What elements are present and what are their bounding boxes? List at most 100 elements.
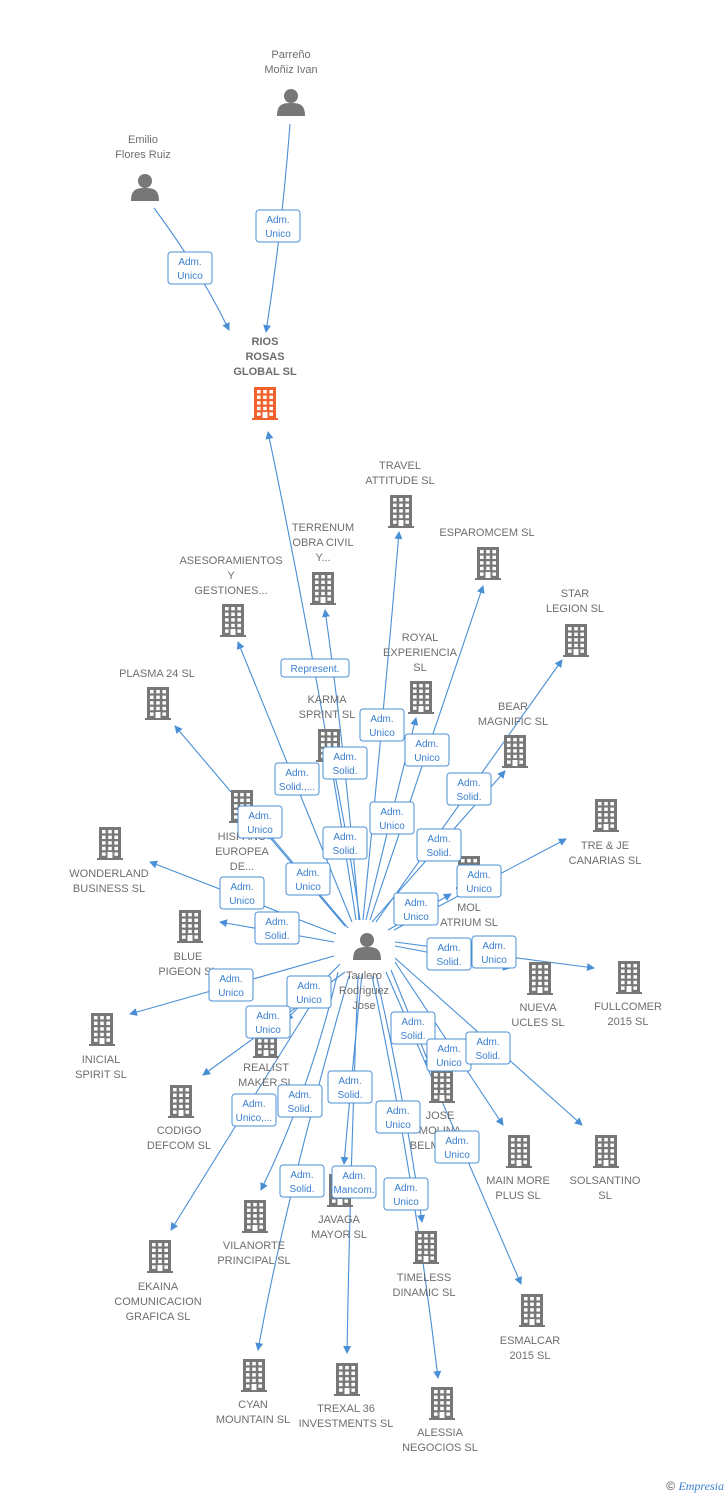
node-asesoramientos[interactable]: ASESORAMIENTOSYGESTIONES... [179, 555, 283, 637]
building-icon [593, 1135, 619, 1168]
role-badge-taulero-mol[interactable]: Adm.Unico [393, 892, 439, 926]
role-badge-taulero-inicial[interactable]: Adm.Unico [208, 968, 254, 1002]
node-label: TERRENUM [292, 522, 354, 534]
node-label: GESTIONES... [194, 585, 267, 597]
role-text: Unico [229, 896, 255, 907]
node-label: BUSINESS SL [73, 883, 145, 895]
building-icon [242, 1200, 268, 1233]
node-label: MAYOR SL [311, 1229, 367, 1241]
role-badge-taulero-star[interactable]: Adm.Solid. [416, 828, 462, 862]
role-badge-taulero-terrenum[interactable]: Adm.Solid. [322, 746, 368, 780]
node-label: STAR [561, 588, 590, 600]
brand-logo[interactable]: Empresia [678, 1479, 724, 1493]
node-label: LEGION SL [546, 603, 604, 615]
building-icon [220, 604, 246, 637]
node-label: NEGOCIOS SL [402, 1442, 478, 1454]
role-badge-taulero-codigo[interactable]: Adm.Unico [245, 1005, 291, 1039]
node-label: MOUNTAIN SL [216, 1414, 290, 1426]
role-badge-taulero-trexal[interactable]: Adm.Mancom. [331, 1165, 377, 1199]
role-text: Adm. [457, 778, 480, 789]
role-badge-taulero-hispano[interactable]: Adm.Unico [285, 862, 331, 896]
role-badge-taulero-ekaina[interactable]: Adm.Unico,... [231, 1093, 277, 1127]
role-text: Adm. [427, 834, 450, 845]
role-badge-taulero-karma[interactable]: Adm.Solid. [322, 826, 368, 860]
role-badge-taulero-plasma[interactable]: Adm.Unico [237, 805, 283, 839]
node-label: PLASMA 24 SL [119, 668, 195, 680]
node-label: Y... [315, 552, 330, 564]
node-wonderland[interactable]: WONDERLAND BUSINESS SL [69, 827, 149, 895]
building-icon [89, 1013, 115, 1046]
role-badge-taulero-royal[interactable]: Adm.Unico [369, 801, 415, 835]
role-badge-taulero-vilanorte[interactable]: Adm.Solid. [277, 1084, 323, 1118]
node-star[interactable]: STAR LEGION SL [546, 588, 604, 657]
role-badge-taulero-wonderland[interactable]: Adm.Unico [219, 876, 265, 910]
node-label: WONDERLAND [69, 868, 149, 880]
role-text: Adm. [370, 714, 393, 725]
role-badge-taulero-nueva[interactable]: Adm.Solid. [426, 937, 472, 971]
role-badge-taulero-blue[interactable]: Adm.Solid. [254, 911, 300, 945]
role-badge-taulero-esmalcar[interactable]: Adm.Unico [434, 1130, 480, 1164]
node-label: FULLCOMER [594, 1001, 662, 1013]
node-label: Taulero [346, 970, 382, 982]
role-text: Solid. [456, 792, 481, 803]
role-badge-taulero-tre[interactable]: Adm.Unico [456, 864, 502, 898]
node-label: REALIST [243, 1062, 289, 1074]
role-badge-taulero-asesoramientos[interactable]: Adm.Solid.,... [274, 762, 320, 796]
role-badge-taulero-mainmore[interactable]: Adm.Unico [426, 1038, 472, 1072]
building-icon [334, 1363, 360, 1396]
role-badge-taulero-travel[interactable]: Adm. Unico [359, 708, 405, 742]
role-badge-taulero-fullcomer[interactable]: Adm.Unico [471, 935, 517, 969]
role-badge-taulero-timeless[interactable]: Adm.Unico [375, 1100, 421, 1134]
role-badge-taulero-cyan[interactable]: Adm.Solid. [279, 1164, 325, 1198]
node-cyan[interactable]: CYAN MOUNTAIN SL [216, 1359, 290, 1426]
role-badge-taulero-jose[interactable]: Adm.Solid. [390, 1011, 436, 1045]
node-label: ATRIUM SL [440, 917, 498, 929]
building-icon [616, 961, 642, 994]
node-esparomcem[interactable]: ESPAROMCEM SL [439, 527, 535, 580]
node-label: GRAFICA SL [126, 1311, 191, 1323]
node-label: CYAN [238, 1399, 268, 1411]
role-badge-taulero-bear[interactable]: Adm.Unico [404, 733, 450, 767]
node-label: INVESTMENTS SL [299, 1418, 394, 1430]
node-label: Parreño [271, 49, 310, 61]
building-icon [408, 681, 434, 714]
role-badge-taulero-realist[interactable]: Adm.Unico [286, 975, 332, 1009]
role-badge-taulero-alessia[interactable]: Adm.Unico [383, 1177, 429, 1211]
node-label: ESPAROMCEM SL [439, 527, 534, 539]
building-icon [429, 1387, 455, 1420]
building-icon [147, 1240, 173, 1273]
role-badge-taulero-esparomcem[interactable]: Adm. Solid. [446, 772, 492, 806]
role-badge-taulero-rios[interactable]: Represent. [280, 658, 350, 678]
role-text: Unico [369, 728, 395, 739]
role-badge-taulero-solsantino[interactable]: Adm.Solid. [465, 1031, 511, 1065]
node-label: COMUNICACION [114, 1296, 201, 1308]
node-plasma[interactable]: PLASMA 24 SL [119, 668, 195, 720]
role-badge-parreno-rios[interactable]: Adm.Unico [255, 209, 301, 243]
role-text: Adm. [333, 752, 356, 763]
role-badge-taulero-javaga[interactable]: Adm.Solid. [327, 1070, 373, 1104]
role-badge-emilio-rios[interactable]: Adm.Unico [167, 251, 213, 285]
